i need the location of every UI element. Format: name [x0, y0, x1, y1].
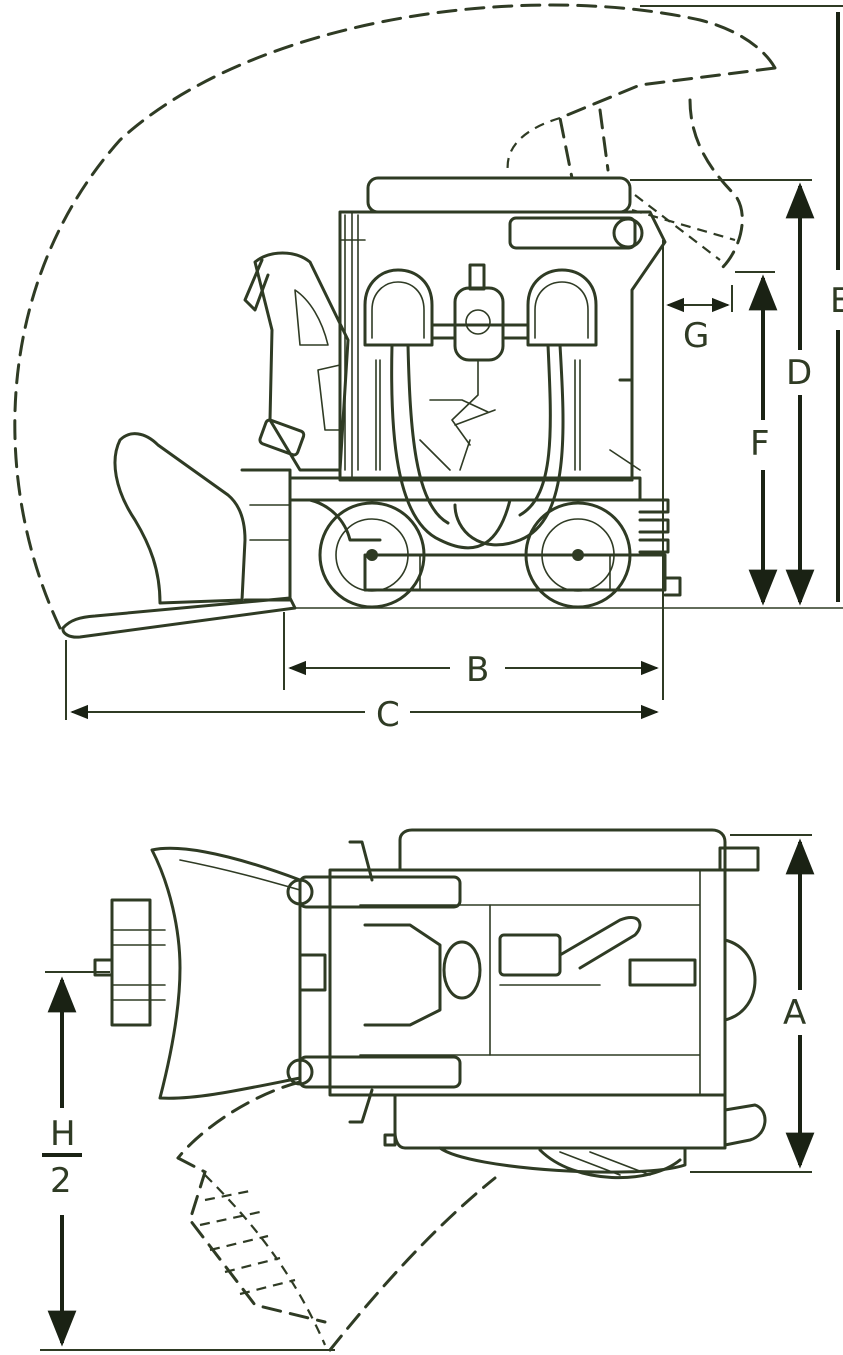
rear-wheel	[524, 501, 632, 609]
bucket-swing-envelope	[13, 3, 777, 630]
dimension-a: A	[690, 835, 812, 1172]
top-side-track	[383, 1093, 767, 1180]
raised-bucket-outline	[506, 66, 777, 270]
top-swing-envelope	[176, 1080, 497, 1352]
label-a: A	[783, 993, 806, 1033]
label-h: H	[50, 1114, 76, 1154]
label-c: C	[376, 695, 400, 735]
label-f: F	[750, 424, 770, 464]
front-wheel	[318, 501, 426, 609]
label-g: G	[683, 316, 709, 356]
dimension-c: C	[66, 640, 657, 735]
chassis	[288, 476, 682, 597]
label-h-den: 2	[50, 1161, 72, 1201]
machine-body	[338, 176, 667, 482]
dimension-d: D	[630, 180, 812, 602]
label-b: B	[466, 650, 489, 690]
dimension-b: B	[284, 240, 663, 700]
top-bucket	[93, 846, 302, 1100]
dimension-h-half: H 2	[40, 972, 335, 1350]
loader-boom	[243, 251, 350, 472]
dimension-f: F	[735, 272, 775, 602]
dimension-e: E	[640, 5, 843, 602]
top-view: A H 2	[40, 830, 812, 1350]
side-view: B C G F D E	[13, 3, 843, 735]
dimension-g: G	[666, 285, 733, 356]
engine-block	[609, 378, 641, 482]
front-bucket	[61, 432, 297, 639]
label-e: E	[830, 281, 843, 321]
boom-cylinders	[286, 840, 462, 1124]
top-frame	[298, 828, 760, 1097]
label-d: D	[786, 353, 812, 393]
